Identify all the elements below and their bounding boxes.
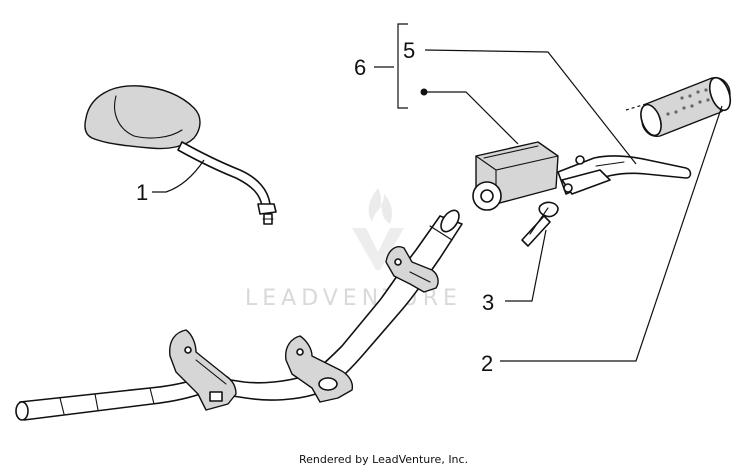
leader-3 bbox=[505, 229, 547, 302]
grip[interactable] bbox=[625, 75, 734, 138]
hose-fitting[interactable] bbox=[521, 201, 559, 247]
footer-credit: Rendered by LeadVenture, Inc. bbox=[299, 453, 468, 466]
callout-5[interactable]: 5 bbox=[403, 38, 415, 63]
leader-1 bbox=[152, 159, 205, 193]
mirror[interactable] bbox=[84, 85, 277, 225]
left-clamp[interactable] bbox=[169, 329, 237, 411]
bullet-dot bbox=[420, 88, 428, 96]
right-clamp[interactable] bbox=[385, 246, 439, 293]
leader-5 bbox=[424, 49, 637, 165]
master-cylinder[interactable] bbox=[472, 141, 559, 211]
watermark-logo bbox=[352, 188, 404, 270]
leader-2 bbox=[500, 105, 723, 362]
callout-2[interactable]: 2 bbox=[481, 351, 493, 376]
group-bracket bbox=[397, 23, 408, 109]
callout-1[interactable]: 1 bbox=[136, 180, 148, 205]
callout-3[interactable]: 3 bbox=[482, 290, 494, 315]
leader-lines bbox=[152, 23, 723, 362]
handlebar[interactable] bbox=[15, 207, 463, 421]
middle-clamp[interactable] bbox=[285, 335, 354, 403]
brake-lever[interactable] bbox=[557, 155, 692, 195]
callout-6[interactable]: 6 bbox=[354, 55, 366, 80]
leader-dot bbox=[425, 91, 519, 145]
